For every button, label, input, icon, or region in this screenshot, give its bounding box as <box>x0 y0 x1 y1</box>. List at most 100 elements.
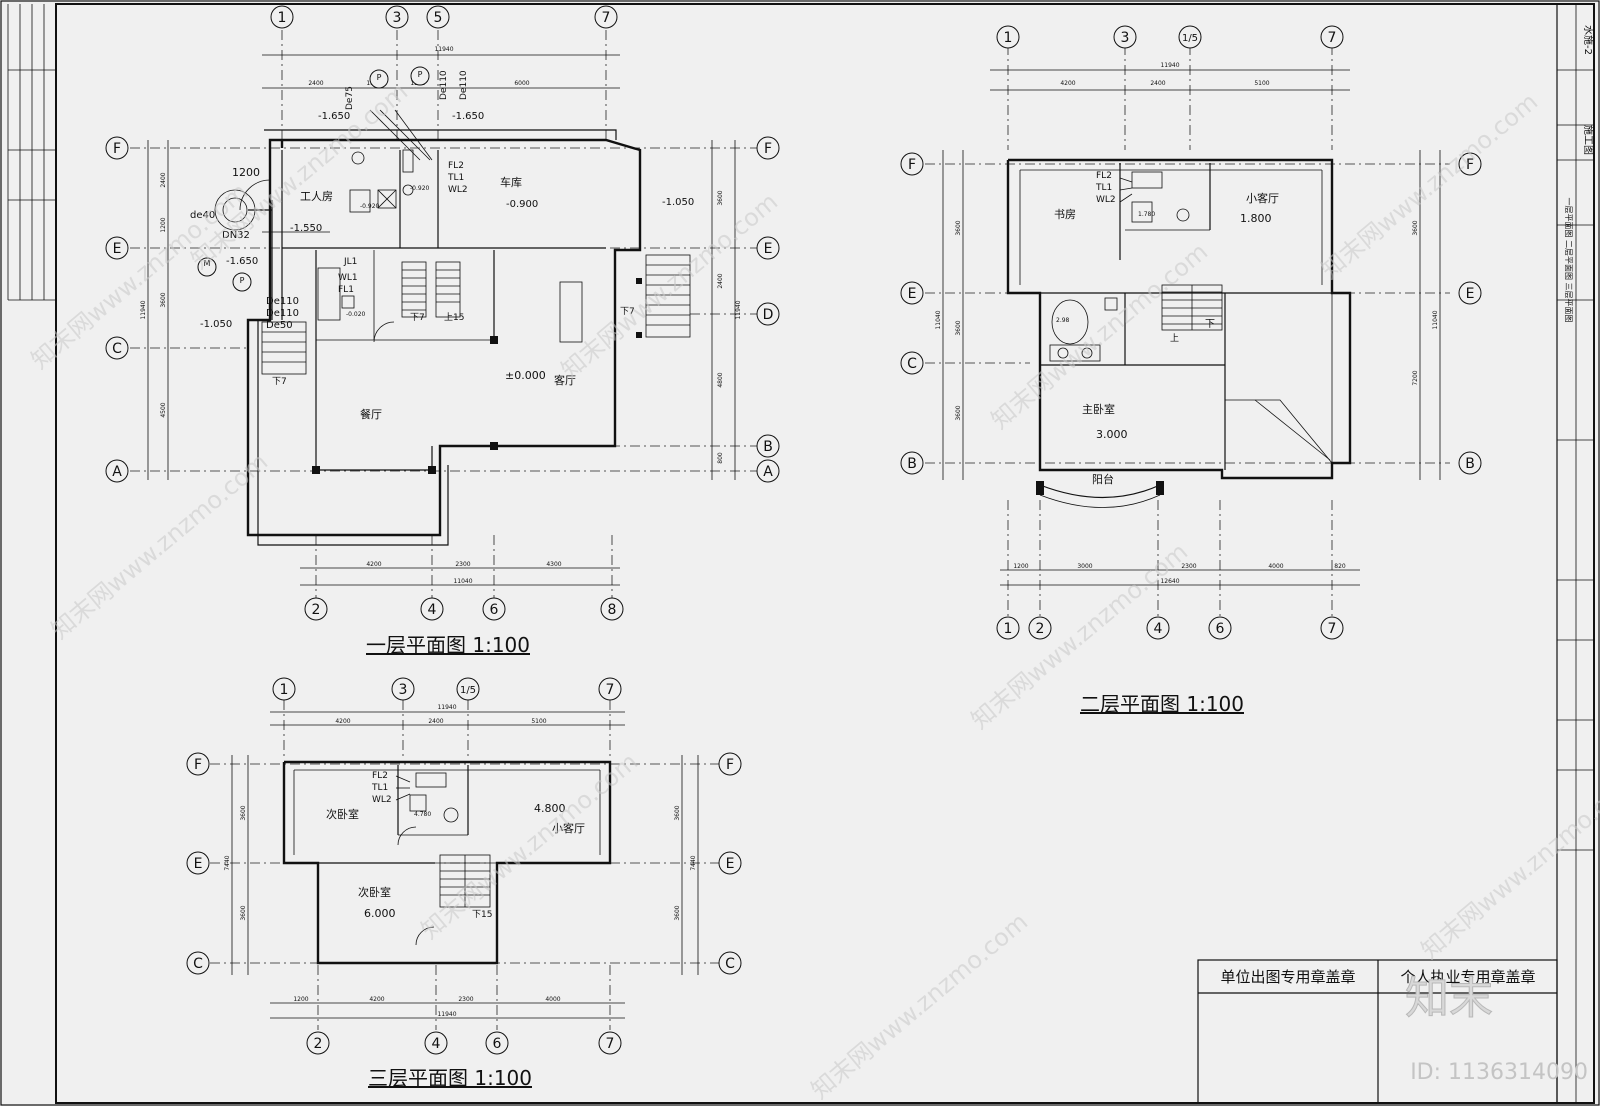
watermark-site-3: 知末网www.znzmo.com <box>556 188 783 385</box>
floor2-dim-right-1: 3600 <box>1412 220 1419 235</box>
floor2-grid-top-1-bubble <box>996 25 1020 49</box>
floor1-grid-top-3: 3 <box>393 10 402 26</box>
floor1-dim-left-2: 1200 <box>160 217 167 232</box>
floor1-grid-right-B-bubble <box>756 434 780 458</box>
floor1-grid-bottom-6-bubble <box>482 597 506 621</box>
floor2-room-study: 书房 <box>1054 208 1076 221</box>
floor3-grid-top-3-bubble <box>391 677 415 701</box>
floor2-axis-lines <box>925 45 1450 620</box>
floor3-grid-top-15-bubble <box>456 677 480 701</box>
floor2-room-lounge: 小客厅 <box>1246 191 1279 205</box>
floor2-dimension-lines <box>942 69 1441 586</box>
floor2-grid-left-F-bubble <box>900 152 924 176</box>
floor3-stair-label: 下15 <box>472 910 492 920</box>
floor1-grid-right-F-bubble <box>756 136 780 160</box>
floor1-grid-left-A-bubble <box>105 459 129 483</box>
floor3-grid-top-1: 1 <box>280 682 289 698</box>
floor1-pipe-de75: De75 <box>345 86 355 110</box>
floor1-dim-bottom-3: 4300 <box>546 561 561 568</box>
floor2-grid-bottom-4-bubble <box>1146 616 1170 640</box>
floor1-grid-top-5-bubble <box>426 5 450 29</box>
watermark-site-1: 知末网www.znzmo.com <box>26 178 253 375</box>
watermark-site-2: 知末网www.znzmo.com <box>186 78 413 275</box>
floor1-level-9: -0.020 <box>346 311 366 318</box>
floor3-grid-bottom-7-bubble <box>598 1031 622 1055</box>
stamp-area: 单位出图专用章盖章 个人执业专用章盖章 <box>1197 959 1558 1104</box>
floor1-pipe-de110a: De110 <box>266 296 299 307</box>
floor2-grid-left-B: B <box>907 456 917 472</box>
floor2-level-3: 1.780 <box>1138 211 1155 218</box>
floor2-grid-left-C-bubble <box>900 351 924 375</box>
floor2-pipe-tl1: TL1 <box>1095 183 1112 193</box>
floor1-grid-bottom-2: 2 <box>312 602 321 618</box>
floor3-room-bedroom-2: 次卧室 <box>358 885 391 899</box>
watermark-layer: 知末网www.znzmo.com 知末网www.znzmo.com 知末网www… <box>26 78 1600 1105</box>
watermark-site-9: 知末网www.znzmo.com <box>1316 88 1543 285</box>
watermark-site-6: 知末网www.znzmo.com <box>46 448 273 645</box>
floor3-pipe-wl2: WL2 <box>372 795 392 805</box>
floor3-dim-top-1: 4200 <box>335 718 350 725</box>
floor1-grid-left-E-bubble <box>105 236 129 260</box>
floor1-level-3: -0.900 <box>506 199 538 210</box>
floor3-grid-top-3: 3 <box>399 682 408 698</box>
floor1-dim-bottom-total: 11040 <box>453 578 472 585</box>
stamp-unit-label: 单位出图专用章盖章 <box>1220 968 1355 986</box>
floor3-room-lounge: 小客厅 <box>552 821 585 835</box>
floor1-level-7: -1.050 <box>200 319 232 330</box>
watermark-brand: 知末 <box>1405 973 1493 1024</box>
floor1-grid-top-3-bubble <box>385 5 409 29</box>
floor1-fixtures <box>214 149 414 321</box>
floor2-dim-top-2: 2400 <box>1150 80 1165 87</box>
floor1-dim-top-1: 2400 <box>308 80 323 87</box>
floor3-grid-bottom-4-bubble <box>424 1031 448 1055</box>
floor2-stair-down: 下 <box>1205 319 1215 330</box>
floor2-grid-top-7-bubble <box>1320 25 1344 49</box>
floor2-room-balcony: 阳台 <box>1092 472 1114 486</box>
floor3-dim-left-1: 3600 <box>240 805 247 820</box>
floor1-pipe-de110b: De110 <box>266 308 299 319</box>
floor3-grid-left-E-bubble <box>186 851 210 875</box>
floor1-grid-bottom-4-bubble <box>420 597 444 621</box>
floor2-fixtures <box>1049 171 1190 362</box>
floor1-grid-bottom-4: 4 <box>428 602 437 618</box>
floor1-grid-bottom-6: 6 <box>490 602 499 618</box>
floor2-grid-bottom-4: 4 <box>1154 621 1163 637</box>
floor1-grid-bottom-8: 8 <box>608 602 617 618</box>
floor2-dim-bottom-5: 820 <box>1334 563 1346 570</box>
floor3-level-3: 4.780 <box>414 811 431 818</box>
floor1-meter-label: M <box>204 259 211 268</box>
floor2-dim-bottom-total: 12640 <box>1160 578 1179 585</box>
floor2-dim-bottom-3: 2300 <box>1181 563 1196 570</box>
floor2-grid-bottom-1: 1 <box>1004 621 1013 637</box>
floor2-grid-top-3: 3 <box>1121 30 1130 46</box>
floor1-room-living: 客厅 <box>554 373 576 387</box>
floor3-grid-bottom-4: 4 <box>432 1036 441 1052</box>
floor1-grid-right-A: A <box>763 464 773 480</box>
floor1-stair-label-2: 上15 <box>444 312 464 323</box>
floor3-grid-bottom-7: 7 <box>606 1036 615 1052</box>
floor2-grid-bottom-2-bubble <box>1028 616 1052 640</box>
floor1-grid-bottom-8-bubble <box>600 597 624 621</box>
left-binding-strip <box>7 4 56 301</box>
floor2-grid-right-B: B <box>1465 456 1475 472</box>
floor3-dim-left-2: 3600 <box>240 905 247 920</box>
floor1-grid-left-F: F <box>113 141 121 157</box>
floor2-level-4: 2.98 <box>1056 317 1070 324</box>
floor2-grid-top-1: 1 <box>1004 30 1013 46</box>
floor2-dim-bottom-1: 1200 <box>1013 563 1028 570</box>
floor1-stair-label-1: 下7 <box>410 313 425 323</box>
floor3-grid-left-E: E <box>194 856 203 872</box>
floor3-fixtures <box>409 772 459 823</box>
floor3-dimension-lines <box>231 711 699 1019</box>
floor1-grid-left-E: E <box>113 241 122 257</box>
floor2-grid-top-15-bubble <box>1178 25 1202 49</box>
floor3-grid-bottom-6: 6 <box>493 1036 502 1052</box>
floor2-grid-right-E-bubble <box>1458 281 1482 305</box>
floor3-dim-top-total: 11940 <box>437 704 456 711</box>
floor2-dim-bottom-2: 3000 <box>1077 563 1092 570</box>
floor2-level-2: 3.000 <box>1096 428 1128 441</box>
floor3-dim-right-2: 3600 <box>674 905 681 920</box>
floor1-level-6: -1.650 <box>226 256 258 267</box>
floor1-grid-left-F-bubble <box>105 136 129 160</box>
